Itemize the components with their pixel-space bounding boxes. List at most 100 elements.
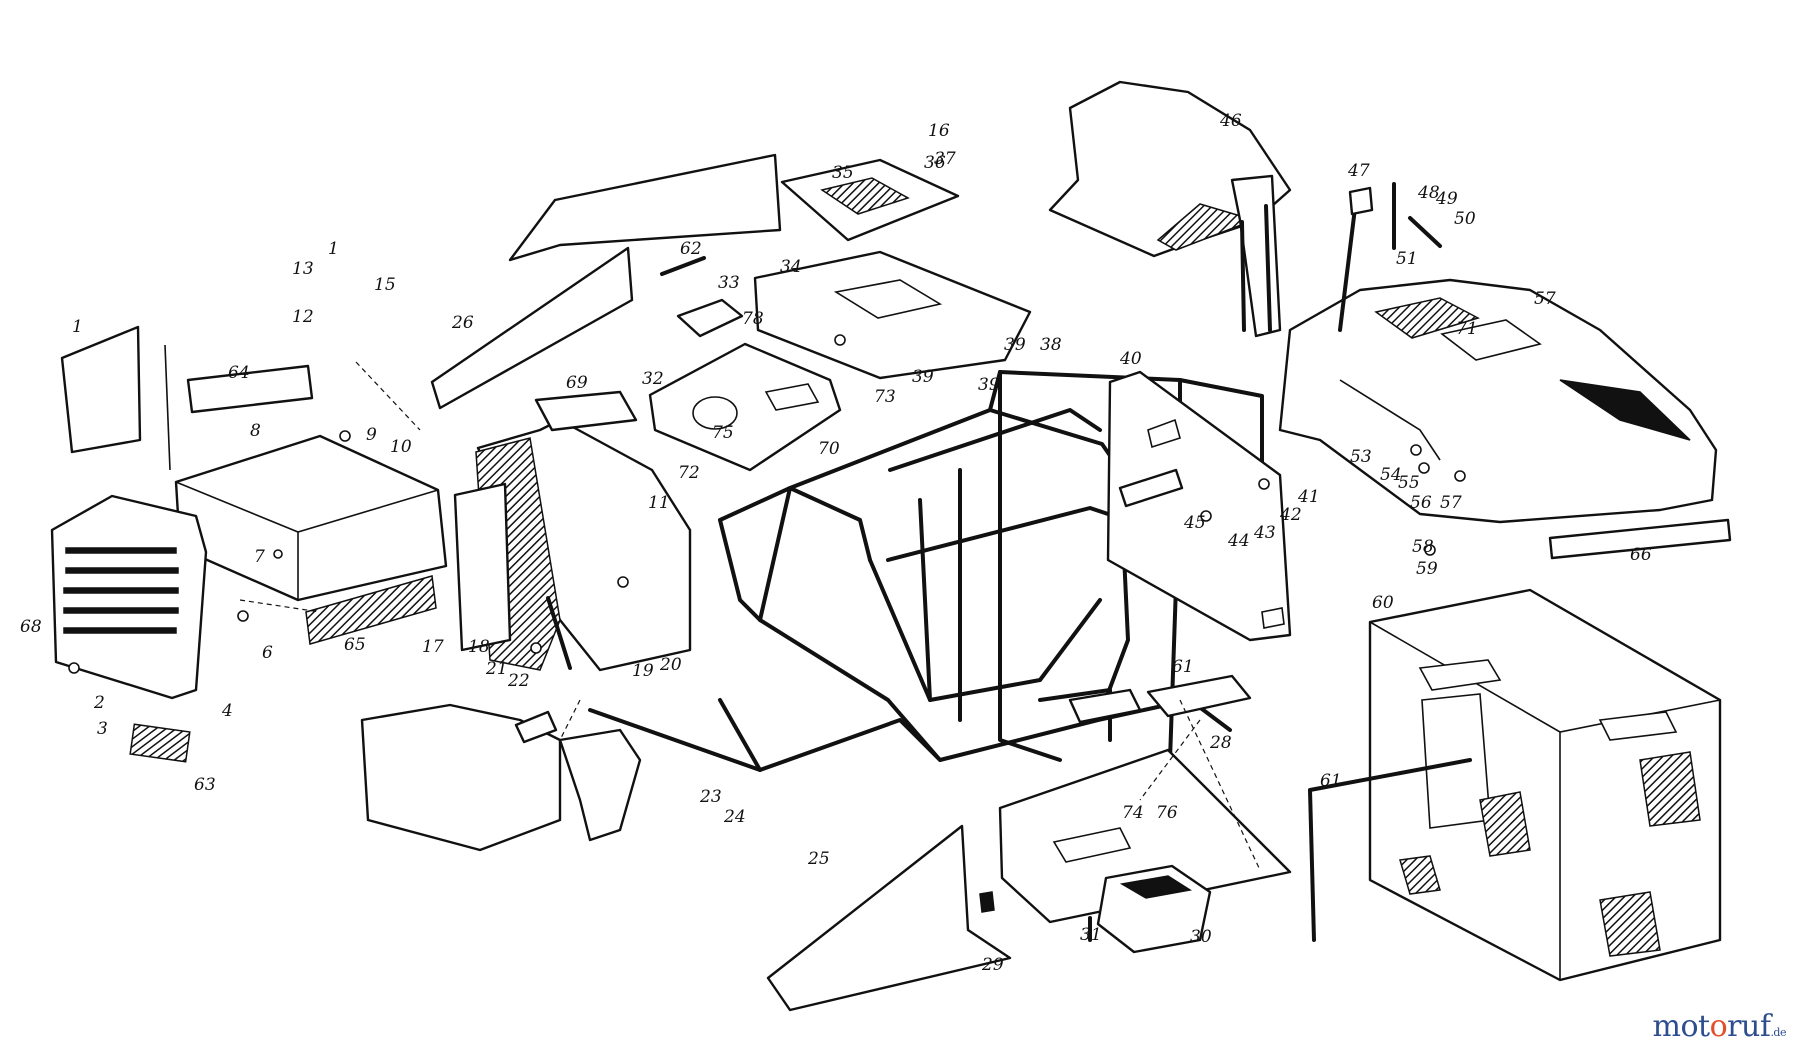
callout: 10: [390, 437, 412, 457]
rear-panel-group: [1106, 370, 1292, 642]
callout: 35: [832, 163, 854, 183]
strip-64: [186, 364, 314, 414]
leader-lines: [239, 361, 1261, 871]
bracket-71: [1118, 468, 1184, 508]
body-vents: [1374, 297, 1480, 339]
callout: 76: [1156, 803, 1178, 823]
callout: 15: [374, 275, 396, 295]
callout: 50: [1454, 209, 1476, 229]
callout: 49: [1435, 189, 1458, 209]
callout: 32: [642, 369, 664, 389]
callout: 61: [1172, 657, 1194, 677]
callout: 24: [723, 807, 746, 827]
callout: 6: [262, 643, 273, 663]
radiator-group: [430, 153, 782, 672]
callout: 51: [1396, 249, 1418, 269]
pedal-bracket: [558, 728, 642, 842]
callout: 36: [924, 153, 946, 173]
callout: 7: [254, 547, 265, 567]
callout: 39: [1004, 335, 1026, 355]
callout: 3: [97, 719, 108, 739]
callout: 13: [292, 259, 314, 279]
callout: 64: [228, 363, 250, 383]
callout: 70: [818, 439, 840, 459]
callout: 11: [648, 493, 670, 513]
side-panel-1: [60, 325, 142, 454]
side-panel-25: [766, 824, 1012, 1012]
mat-61: [1146, 674, 1252, 718]
callout: 62: [680, 239, 702, 259]
fender-leg: [1230, 174, 1282, 338]
handle-61: [1308, 758, 1472, 942]
callout: 56: [1410, 493, 1432, 513]
collector-box-60: [1368, 588, 1722, 982]
strip-66: [1548, 518, 1732, 560]
callout: 34: [780, 257, 802, 277]
callout: 25: [807, 849, 830, 869]
lower-grille-65: [305, 575, 437, 645]
callout: 19: [632, 661, 654, 681]
callout: 41: [1297, 487, 1320, 507]
callout: 33: [718, 273, 740, 293]
callout: 57: [1440, 493, 1462, 513]
callout: 55: [1398, 473, 1420, 493]
callout: 8: [250, 421, 261, 441]
callout: 71: [1456, 319, 1478, 339]
callout: 74: [1122, 803, 1144, 823]
callout: 60: [1372, 593, 1394, 613]
callout: 46: [1219, 111, 1242, 131]
callout: 68: [20, 617, 42, 637]
callout: 47: [1347, 161, 1370, 181]
callout: 9: [366, 425, 377, 445]
callout: 73: [874, 387, 896, 407]
front-left-group: [50, 325, 448, 763]
grille-slots: [63, 547, 179, 634]
callout: 39: [978, 375, 1000, 395]
panel-26: [430, 246, 634, 410]
steering-bracket-33: [676, 298, 744, 338]
watermark-part-3: ruf: [1727, 1009, 1771, 1044]
rear-body-group: [1278, 182, 1732, 560]
callout: 40: [1119, 349, 1142, 369]
callout: 63: [194, 775, 216, 795]
callout: 59: [1416, 559, 1438, 579]
callout: 44: [1227, 531, 1250, 551]
callout: 20: [659, 655, 682, 675]
pedal: [514, 710, 558, 744]
callout: 61: [1320, 771, 1342, 791]
callout: 17: [422, 637, 444, 657]
callout: 37: [934, 149, 956, 169]
callout: 75: [712, 423, 734, 443]
collector-box-group: [1308, 588, 1722, 982]
latch-29: [979, 891, 995, 913]
callout: 66: [1630, 545, 1652, 565]
callout: 72: [678, 463, 700, 483]
callout: 43: [1253, 523, 1276, 543]
callout: 42: [1279, 505, 1302, 525]
hood-panel-8: [174, 434, 448, 602]
callout: 26: [451, 313, 474, 333]
callout: 23: [699, 787, 722, 807]
dashboard-group: [648, 158, 1032, 472]
callout: 21: [485, 659, 508, 679]
callout: 57: [1534, 289, 1556, 309]
callout: 2: [93, 693, 105, 713]
bracket-69: [534, 390, 638, 432]
callout: 16: [928, 121, 950, 141]
callout: 78: [742, 309, 764, 329]
callout: 54: [1380, 465, 1402, 485]
watermark-part-1: mot: [1652, 1009, 1711, 1044]
callout: 22: [507, 671, 530, 691]
callout: 31: [1080, 925, 1102, 945]
gauge-75: [692, 396, 738, 430]
callout: 58: [1412, 537, 1434, 557]
watermark-part-4: .de: [1770, 1026, 1786, 1039]
foot-pan: [360, 703, 562, 852]
dash-panel-32: [648, 342, 842, 472]
callout: 53: [1350, 447, 1372, 467]
callout: 65: [344, 635, 366, 655]
callout: 28: [1209, 733, 1232, 753]
callout: 1: [328, 239, 339, 259]
callout: 18: [468, 637, 490, 657]
